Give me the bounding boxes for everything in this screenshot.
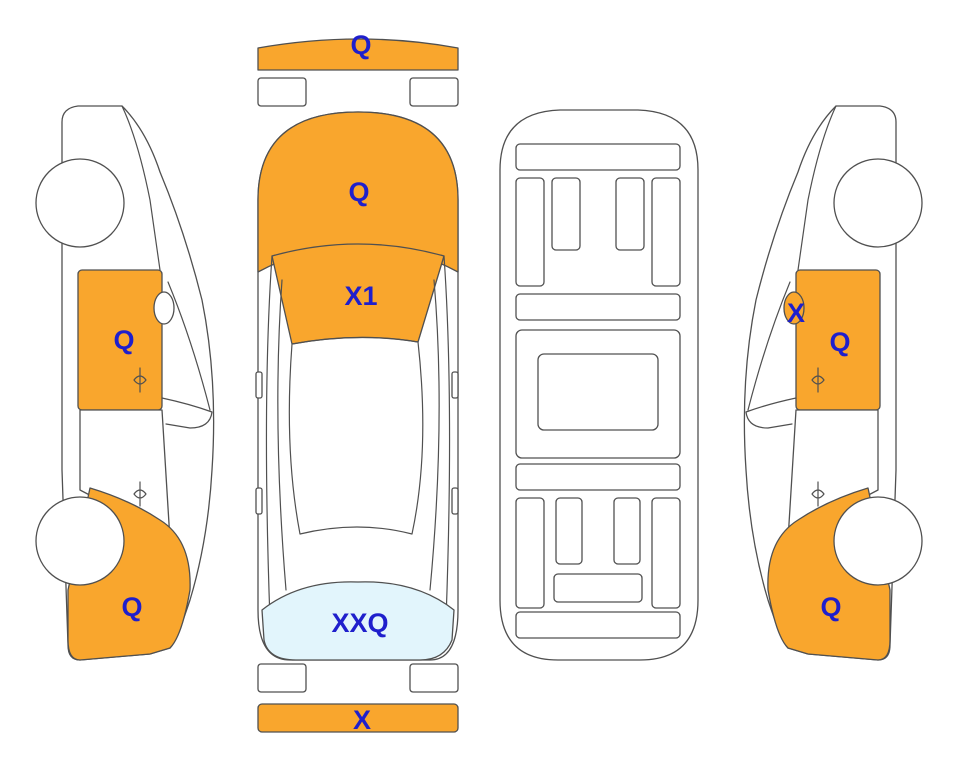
bottom-front-right-pocket bbox=[615, 177, 645, 251]
left-side-rear-door-handle bbox=[133, 481, 147, 507]
bottom-front-bar bbox=[515, 143, 681, 171]
bottom-floor-center-panel bbox=[537, 353, 659, 431]
bottom-view bbox=[499, 109, 699, 661]
label-top-front-bumper: Q bbox=[350, 30, 371, 60]
bottom-rear-left-pocket bbox=[555, 497, 583, 565]
top-left-side-line bbox=[265, 255, 287, 621]
bottom-rear-left-rail bbox=[515, 497, 545, 609]
top-roof-outline bbox=[288, 336, 424, 535]
top-rear-left-light bbox=[257, 663, 307, 693]
top-right-side-line bbox=[429, 255, 451, 621]
bottom-rear-bar bbox=[515, 611, 681, 639]
top-left-rear-mark bbox=[255, 487, 263, 515]
right-side-rear-wheel bbox=[833, 496, 923, 586]
label-right-rear-fender: Q bbox=[820, 592, 841, 622]
left-side-front-wheel bbox=[35, 158, 125, 248]
top-rear-window-panel bbox=[261, 581, 455, 661]
bottom-crossmember-1 bbox=[515, 293, 681, 321]
right-side-windshield-line bbox=[747, 281, 791, 411]
bottom-front-right-rail bbox=[651, 177, 681, 287]
bottom-rear-center-box bbox=[553, 573, 643, 603]
top-front-bumper bbox=[257, 38, 459, 71]
right-side-rear-door-handle bbox=[811, 481, 825, 507]
left-side-roof-line bbox=[121, 105, 161, 271]
right-side-window-frame bbox=[745, 397, 797, 429]
label-top-windshield: X1 bbox=[344, 281, 377, 311]
label-top-hood: Q bbox=[348, 177, 369, 207]
left-side-mirror bbox=[153, 291, 175, 325]
left-side-front-door-handle bbox=[133, 367, 147, 393]
bottom-rear-right-rail bbox=[651, 497, 681, 609]
right-side-front-wheel bbox=[833, 158, 923, 248]
top-rear-right-light bbox=[409, 663, 459, 693]
left-side-window-frame bbox=[161, 397, 213, 429]
top-rear-bumper bbox=[257, 703, 459, 733]
bottom-rear-right-pocket bbox=[613, 497, 641, 565]
label-top-rear-bumper: X bbox=[353, 705, 371, 735]
left-side-windshield-line bbox=[167, 281, 211, 411]
top-front-left-light bbox=[257, 77, 307, 107]
right-side-front-door-handle bbox=[811, 367, 825, 393]
bottom-crossmember-2 bbox=[515, 463, 681, 491]
label-top-rear-window: XXQ bbox=[331, 608, 388, 638]
label-right-mirror: X bbox=[787, 298, 805, 328]
right-side-mirror bbox=[783, 291, 805, 325]
right-side-roof-line bbox=[797, 105, 837, 271]
top-left-mirror-mark bbox=[255, 371, 263, 399]
right-side-view bbox=[743, 105, 923, 661]
label-left-front-door: Q bbox=[113, 325, 134, 355]
left-side-rear-wheel bbox=[35, 496, 125, 586]
bottom-front-left-pocket bbox=[551, 177, 581, 251]
damage-labels: Q Q Q Q X1 XXQ X X Q Q bbox=[113, 30, 850, 735]
top-right-rear-mark bbox=[451, 487, 459, 515]
label-left-rear-fender: Q bbox=[121, 592, 142, 622]
label-right-front-door: Q bbox=[829, 327, 850, 357]
left-side-view bbox=[35, 105, 215, 661]
top-front-right-light bbox=[409, 77, 459, 107]
top-view bbox=[255, 38, 459, 733]
top-right-mirror-mark bbox=[451, 371, 459, 399]
bottom-front-left-rail bbox=[515, 177, 545, 287]
